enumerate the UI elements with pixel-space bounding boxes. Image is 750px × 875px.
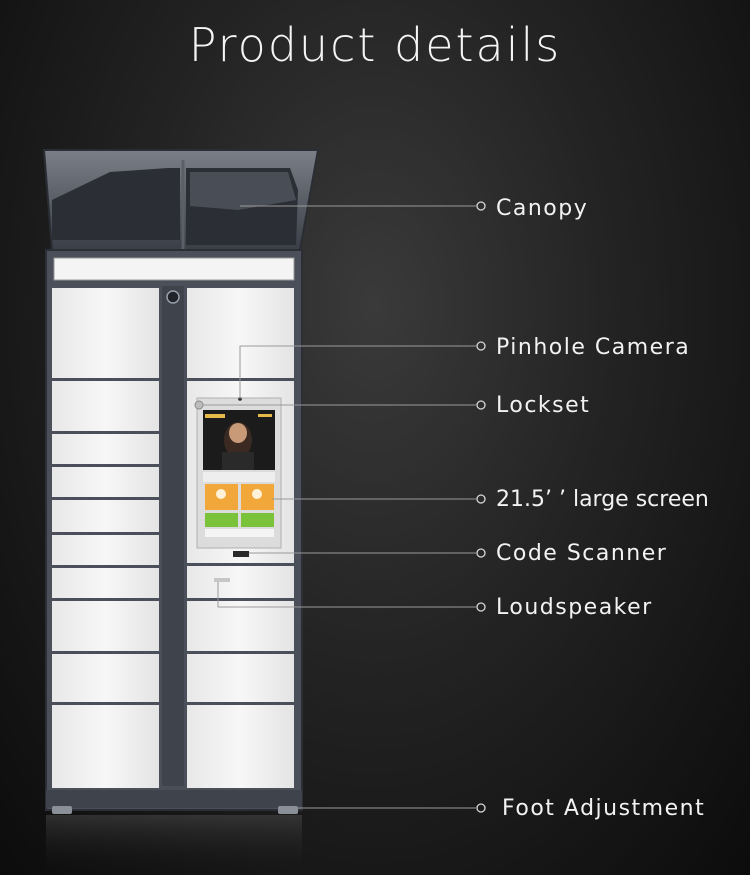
locker-door [52, 434, 159, 464]
touch-screen [194, 397, 282, 582]
callout-dot [476, 341, 486, 351]
callout-dot [476, 201, 486, 211]
locker-door [52, 705, 159, 788]
camera-lens [166, 290, 180, 304]
callout-line-pinhole-camera [239, 345, 476, 399]
screen-tile [241, 513, 274, 527]
callout-lines [203, 205, 476, 809]
code-scanner-window [233, 551, 249, 557]
callout-label-code-scanner: Code Scanner [496, 541, 668, 566]
lockset-icon [194, 400, 204, 410]
locker-door [52, 654, 159, 702]
locker-door [187, 654, 294, 702]
callout-label-lockset: Lockset [496, 393, 591, 418]
locker-door [52, 467, 159, 497]
callout-dot [476, 548, 486, 558]
locker-door [52, 288, 159, 378]
callout-label-canopy: Canopy [496, 196, 589, 221]
loudspeaker-grille [214, 578, 230, 582]
callout-line-loudspeaker [217, 582, 476, 608]
callout-dot [476, 602, 486, 612]
screen-tile [205, 513, 238, 527]
callout-label-screen: 21.5’ ’ large screen [496, 487, 709, 512]
base [46, 790, 302, 814]
canopy [42, 149, 320, 251]
callout-label-foot-adjustment: Foot Adjustment [502, 796, 706, 821]
foot [52, 806, 72, 814]
floor-reflection [46, 815, 302, 875]
callout-dot [476, 400, 486, 410]
page-title: Product details [188, 18, 562, 72]
sign-strip [53, 257, 295, 281]
callout-dot [476, 494, 486, 504]
locker-door [52, 500, 159, 532]
locker-door [52, 568, 159, 598]
locker-door [187, 601, 294, 651]
callout-dot [476, 803, 486, 813]
locker-door [52, 601, 159, 651]
locker-door [52, 535, 159, 565]
locker-door [52, 381, 159, 431]
foot [278, 806, 298, 814]
left-doors [52, 288, 159, 788]
callout-label-loudspeaker: Loudspeaker [496, 595, 653, 620]
locker-door [187, 566, 294, 598]
callout-label-pinhole-camera: Pinhole Camera [496, 335, 691, 360]
locker-door [187, 705, 294, 788]
callout-dots [476, 201, 486, 813]
